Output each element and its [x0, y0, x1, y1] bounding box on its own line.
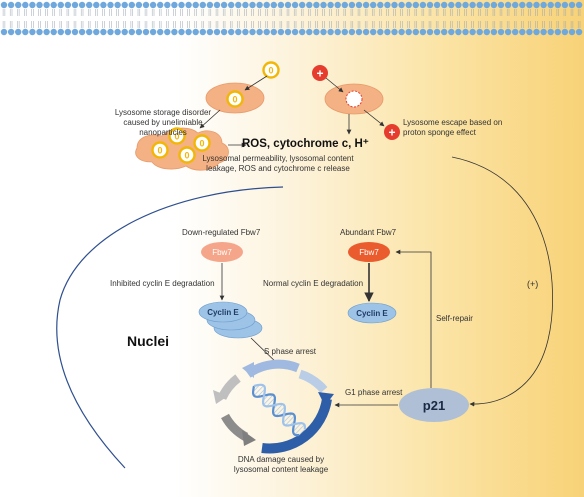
nanoparticle-cluster: 0 0 0 0: [151, 127, 211, 164]
arrow-proton-entry: [325, 77, 344, 93]
cell-cycle-ring: [213, 359, 334, 454]
cyclin-e-stack: Cyclin E: [198, 301, 263, 339]
svg-text:Fbw7: Fbw7: [359, 248, 379, 257]
proton-nanoparticle-escaped: +: [384, 124, 400, 140]
svg-text:0: 0: [232, 95, 237, 105]
ros-label: ROS, cytochrome c, H⁺: [242, 138, 369, 150]
abundant-label: Abundant Fbw7: [340, 228, 397, 237]
lysosome-escaping: [324, 83, 384, 115]
cyclin-e-single: Cyclin E: [347, 302, 397, 324]
g1-phase-label: G1 phase arrest: [345, 388, 403, 397]
downregulated-label: Down-regulated Fbw7: [182, 228, 261, 237]
self-repair-label: Self-repair: [436, 314, 473, 323]
svg-text:0: 0: [199, 139, 204, 149]
arrow-to-storage: [199, 109, 221, 129]
svg-text:0: 0: [157, 146, 162, 156]
nanoparticle-in-lysosome: 0: [226, 90, 244, 108]
inhibited-label: Inhibited cyclin E degradation: [110, 279, 215, 288]
svg-text:0: 0: [174, 132, 179, 142]
svg-text:+: +: [388, 126, 395, 140]
fbw7-abundant: Fbw7: [348, 242, 390, 262]
arrow-self-repair: [395, 249, 432, 388]
normal-label: Normal cyclin E degradation: [263, 279, 364, 288]
s-phase-label: S phase arrest: [264, 347, 317, 356]
proton-nanoparticle-entering: +: [312, 65, 328, 81]
positive-label: (+): [527, 279, 539, 289]
svg-text:+: +: [316, 67, 323, 81]
cell-membrane: [0, 1, 583, 36]
p21-protein: p21: [399, 388, 469, 422]
svg-text:0: 0: [184, 151, 189, 161]
fbw7-downregulated: Fbw7: [201, 242, 243, 262]
svg-text:Cyclin E: Cyclin E: [356, 309, 388, 318]
svg-text:Fbw7: Fbw7: [212, 248, 232, 257]
nucleus-envelope: [56, 186, 284, 469]
arrow-proton-escape: [363, 109, 385, 127]
svg-text:p21: p21: [423, 398, 445, 413]
dna-damage-label: DNA damage caused by lysosomal content l…: [233, 455, 329, 474]
nuclei-label: Nuclei: [127, 333, 170, 349]
dna-helix: [252, 383, 307, 437]
lysosome-escape-label: Lysosome escape based on proton sponge e…: [403, 118, 503, 137]
svg-text:0: 0: [268, 66, 273, 76]
permeability-label: Lysosomal permeability, lysosomal conten…: [202, 154, 354, 173]
arrow-ros-to-p21: [451, 156, 553, 407]
nanoparticle-entering: 0: [262, 61, 280, 79]
lysosome-storage-label: Lysosome storage disorder caused by unel…: [114, 108, 212, 137]
arrow-np-entry: [244, 75, 268, 91]
svg-text:Cyclin E: Cyclin E: [207, 308, 239, 317]
